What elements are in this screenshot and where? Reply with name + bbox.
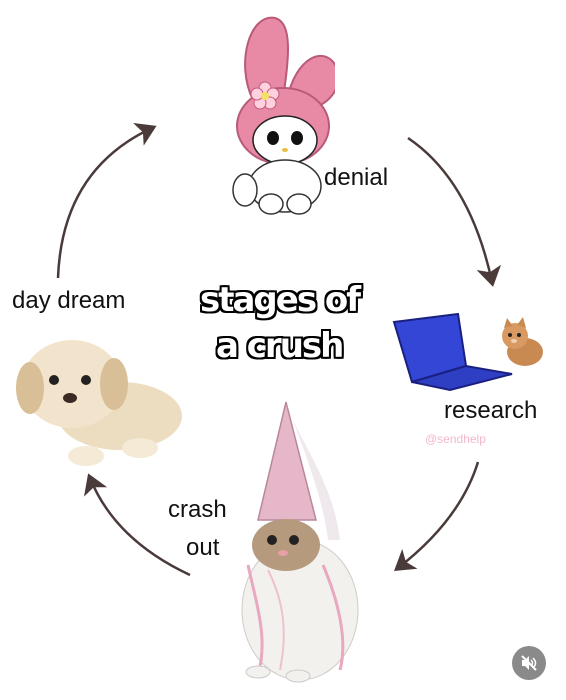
- bunny-illustration: [232, 16, 335, 215]
- title-line-2: a crush: [216, 326, 344, 366]
- kitten-illustration: [502, 317, 543, 366]
- arrow-research-to-crash-out: [394, 461, 480, 572]
- arrow-day-dream-to-denial: [56, 123, 157, 279]
- stage-label-crash: crash: [168, 496, 227, 523]
- mute-button[interactable]: [512, 646, 546, 680]
- arrow-denial-to-research: [407, 136, 502, 287]
- stage-label-denial: denial: [324, 164, 389, 191]
- stage-label-day-dream: day dream: [12, 287, 126, 314]
- title-line-1: stages of: [200, 280, 361, 320]
- speaker-muted-icon: [521, 655, 537, 671]
- arrow-crash-out-to-day-dream: [84, 473, 191, 577]
- puppy-illustration: [16, 340, 182, 466]
- stage-label-research: research: [444, 397, 538, 424]
- stage-label-out: out: [186, 534, 220, 561]
- watermark: @sendhelp: [425, 432, 486, 446]
- laptop-illustration: [392, 312, 513, 392]
- princess-cat-illustration: [241, 401, 359, 683]
